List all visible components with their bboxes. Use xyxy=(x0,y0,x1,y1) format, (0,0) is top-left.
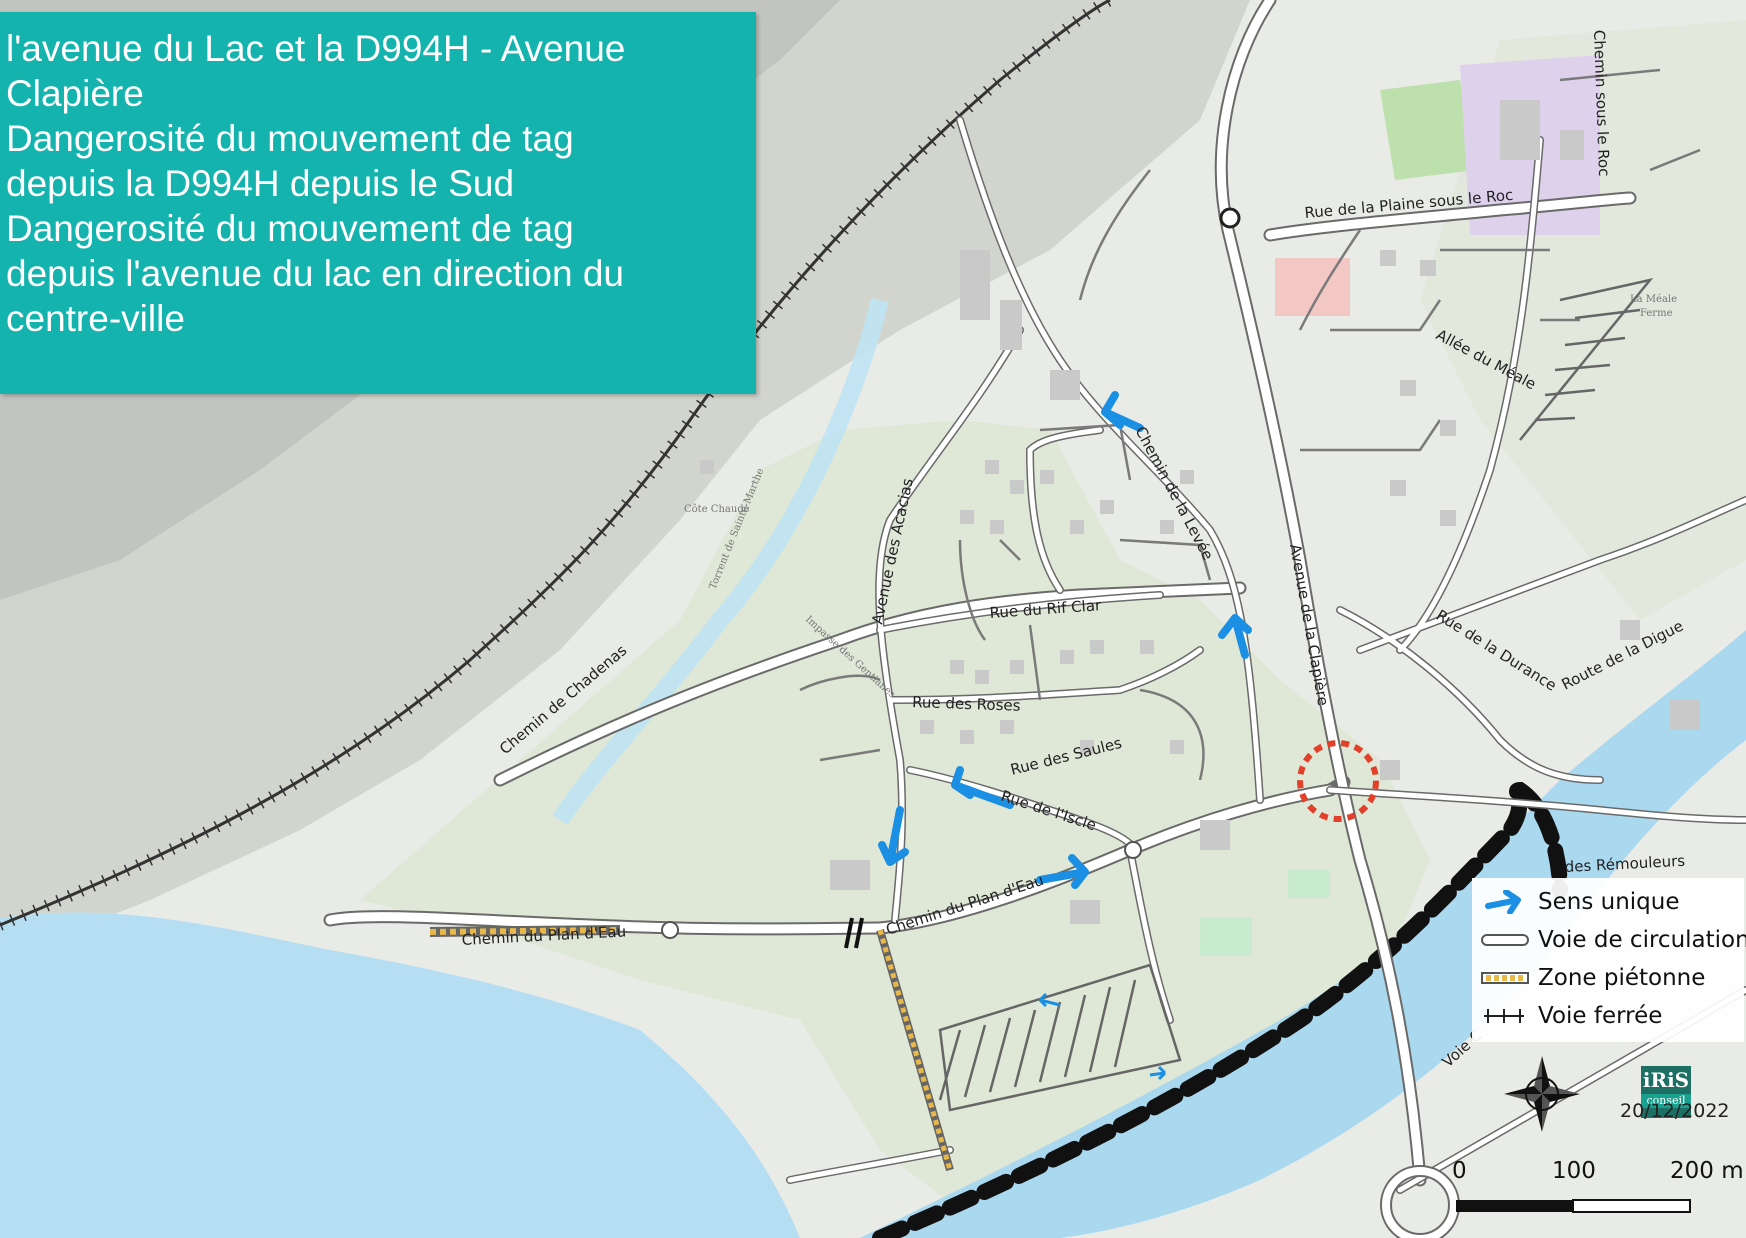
roundabout-north xyxy=(1219,207,1241,229)
scale-label-mid: 100 xyxy=(1552,1158,1596,1184)
legend-row-zone-pietonne: Zone piétonne xyxy=(1480,960,1705,996)
one-way-arrow-icon xyxy=(1480,889,1530,915)
pedestrian-zone-2 xyxy=(877,929,953,1171)
buildings xyxy=(700,100,1700,924)
hatched-parking-east xyxy=(1519,278,1654,441)
arrow-plan-eau xyxy=(1036,854,1089,889)
title-line-3: Dangerosité du mouvement de tag xyxy=(6,118,574,159)
title-line-1: l'avenue du Lac et la D994H - Avenue xyxy=(6,28,626,69)
danger-zone-circle xyxy=(1297,740,1379,822)
label-ferme: Ferme xyxy=(1640,308,1673,319)
green-field-1 xyxy=(1288,870,1330,898)
arrow-avenue-acacias xyxy=(878,806,909,866)
label-chemin-sous-le-roc: Chemin sous le Roc xyxy=(1590,30,1613,177)
arrow-chemin-levee-north xyxy=(1101,391,1144,432)
pedestrian-symbol-icon xyxy=(1480,966,1530,990)
iris-conseil-logo: iRiS conseil xyxy=(1641,1066,1691,1118)
small-parking-arrows xyxy=(1038,992,1167,1081)
river-durance xyxy=(860,630,1746,1238)
green-field-2 xyxy=(1200,918,1252,956)
title-line-5: Dangerosité du mouvement de tag xyxy=(6,208,574,249)
legend-label-voie-circulation: Voie de circulation xyxy=(1538,927,1746,953)
logo-bottom-text: conseil xyxy=(1641,1094,1691,1108)
legend-row-sens-unique: Sens unique xyxy=(1480,884,1680,920)
legend-label-voie-ferree: Voie ferrée xyxy=(1538,1003,1663,1029)
roundabout-south-inner xyxy=(1382,1167,1458,1238)
dashed-river-path xyxy=(872,781,1568,1238)
pedestrian-zone-1 xyxy=(429,927,621,935)
stop-marker xyxy=(844,917,864,949)
legend-row-voie-ferree: Voie ferrée xyxy=(1480,998,1662,1034)
lake xyxy=(0,912,800,1238)
side-streets xyxy=(799,68,1701,781)
scale-label-zero: 0 xyxy=(1452,1158,1467,1184)
arrow-rue-iscle xyxy=(951,766,1014,809)
compass-rose xyxy=(1504,1056,1580,1132)
sports-field xyxy=(1380,80,1475,180)
road-symbol-icon xyxy=(1480,928,1530,952)
one-way-arrows xyxy=(878,391,1252,889)
scale-bar xyxy=(1456,1199,1691,1213)
label-rue-roses: Rue des Roses xyxy=(912,693,1021,715)
label-la-meale: La Méale xyxy=(1630,294,1677,305)
hatched-parking xyxy=(938,963,1182,1112)
legend-label-zone-pietonne: Zone piétonne xyxy=(1538,965,1706,991)
map-legend: Sens unique Voie de circulation Zone pié… xyxy=(1472,878,1746,1042)
node-iscle xyxy=(1124,841,1142,859)
node-plan-eau xyxy=(661,921,679,939)
scale-label-max: 200 m xyxy=(1670,1158,1744,1184)
title-line-4: depuis la D994H depuis le Sud xyxy=(6,163,515,204)
torrent-stream xyxy=(552,297,889,825)
title-banner: l'avenue du Lac et la D994H - Avenue Cla… xyxy=(0,12,756,394)
title-line-6: depuis l'avenue du lac en direction du xyxy=(6,253,624,294)
legend-row-voie-circulation: Voie de circulation xyxy=(1480,922,1746,958)
railway-line xyxy=(0,0,1111,927)
title-line-2: Clapière xyxy=(6,73,144,114)
secondary-roads xyxy=(787,117,1746,1193)
arrow-chemin-levee-south xyxy=(1218,614,1252,659)
map-date: 20/12/2022 xyxy=(1620,1100,1730,1122)
title-line-7: centre-ville xyxy=(6,298,185,339)
label-cote-chaude: Côte Chaude xyxy=(684,504,750,515)
legend-label-sens-unique: Sens unique xyxy=(1538,889,1680,915)
railway-symbol-icon xyxy=(1480,1004,1530,1028)
logo-top-text: iRiS xyxy=(1642,1068,1690,1092)
